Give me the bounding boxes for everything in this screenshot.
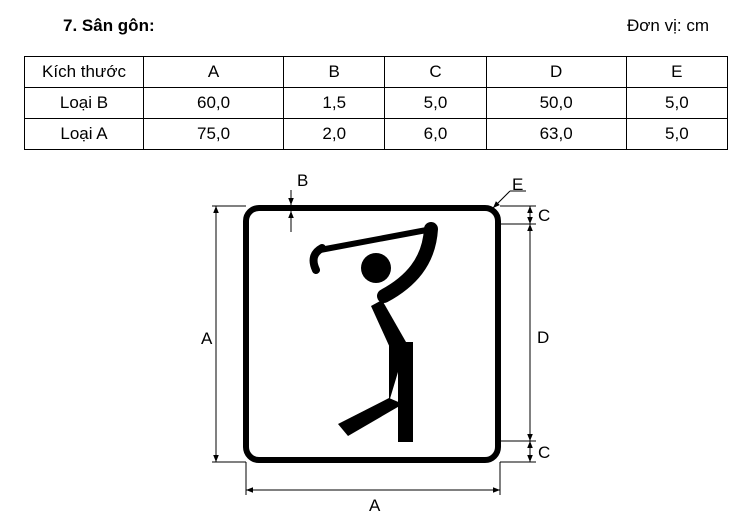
table-cell: 75,0 [142,118,285,150]
dim-label-d: D [537,328,549,347]
dim-label-b: B [297,171,308,190]
table-cell: 60,0 [142,87,285,119]
table-cell: 2,0 [283,118,386,150]
table-cell: 63,0 [485,118,627,150]
header-cell: E [625,56,729,88]
dim-label-c-top: C [538,206,550,225]
golfer-icon [309,222,438,442]
dim-label-a-left: A [201,329,213,348]
table-cell: 5,0 [384,87,487,119]
table-cell: 6,0 [384,118,487,150]
table-cell: Loại A [24,118,144,150]
table-cell: 5,0 [625,118,729,150]
dim-label-a-bottom: A [369,496,381,515]
header-cell: C [384,56,487,88]
table-cell: Loại B [24,87,144,119]
dimension-table: Kích thước A B C D E Loại B 60,0 1,5 5,0… [24,56,729,150]
table-cell: 5,0 [625,87,729,119]
sign-border [243,205,501,463]
header-cell: Kích thước [24,56,144,88]
dim-label-e: E [512,175,523,194]
table-row: Loại A 75,0 2,0 6,0 63,0 5,0 [24,118,729,150]
unit-label: Đơn vị: cm [627,16,709,35]
header-cell: D [485,56,627,88]
section-title: 7. Sân gôn: [63,16,155,35]
table-header-row: Kích thước A B C D E [24,56,729,88]
dim-label-c-bottom: C [538,443,550,462]
